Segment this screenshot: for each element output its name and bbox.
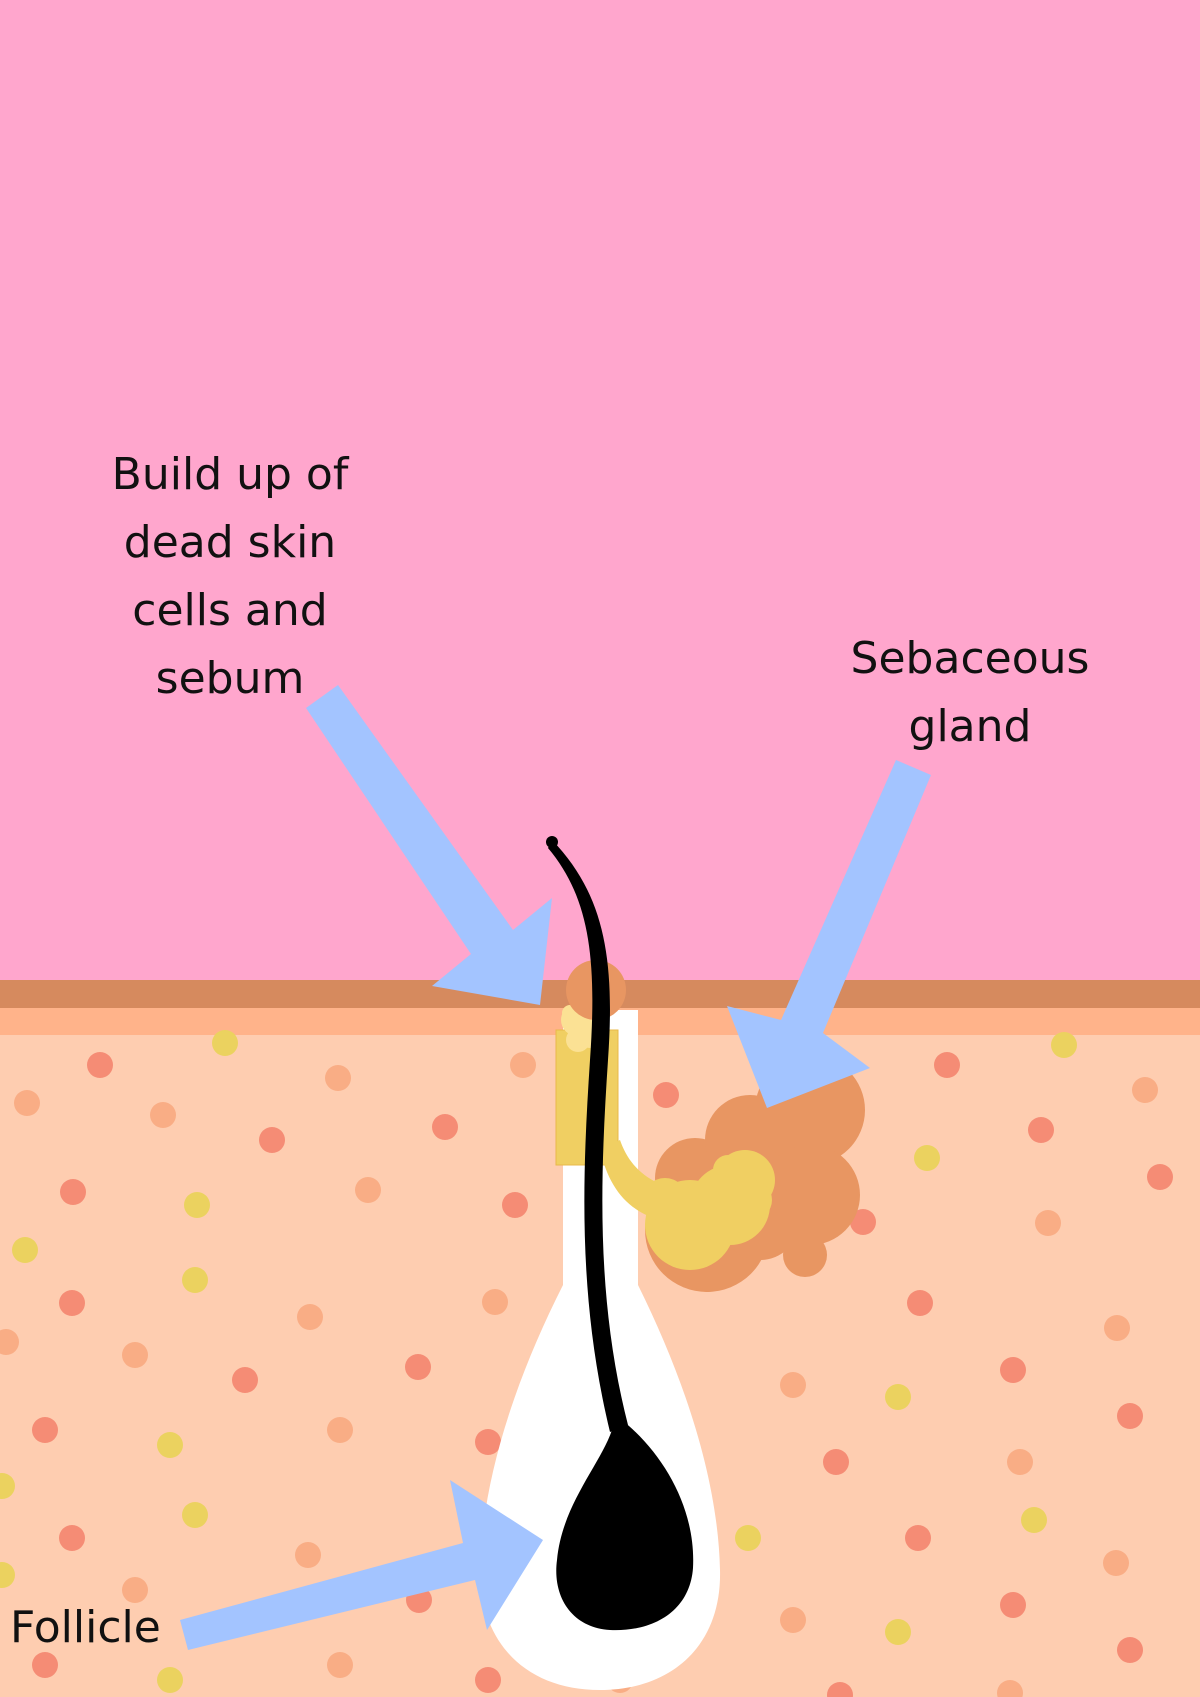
- dermis-dot: [885, 1384, 911, 1410]
- dermis-dot: [510, 1052, 536, 1078]
- sebum-in-gland: [643, 1150, 775, 1270]
- dermis-dot: [1021, 1507, 1047, 1533]
- sebaceous-label-line: gland: [908, 701, 1032, 752]
- dermis-dot: [405, 1354, 431, 1380]
- dermis-dot: [182, 1502, 208, 1528]
- buildup-label: Build up of dead skin cells and sebum: [80, 441, 380, 713]
- dermis-dot: [87, 1052, 113, 1078]
- dermis-dot: [1132, 1077, 1158, 1103]
- buildup-label-line: Build up of: [111, 449, 349, 500]
- dermis-dot: [184, 1192, 210, 1218]
- dermis-dot: [14, 1090, 40, 1116]
- dermis-dot: [1035, 1210, 1061, 1236]
- dermis-dot: [122, 1342, 148, 1368]
- dermis-dot: [1000, 1357, 1026, 1383]
- dermis-dot: [59, 1290, 85, 1316]
- dermis-dot: [327, 1652, 353, 1678]
- dermis-dot: [780, 1607, 806, 1633]
- dermis-dot: [1147, 1164, 1173, 1190]
- dermis-dot: [1051, 1032, 1077, 1058]
- dermis-dot: [12, 1237, 38, 1263]
- background: [0, 0, 1200, 980]
- dermis-dot: [150, 1102, 176, 1128]
- hair-shaft: [548, 840, 628, 1432]
- dermis-dot: [914, 1145, 940, 1171]
- buildup-label-line: sebum: [155, 653, 305, 704]
- dermis-dot: [0, 1562, 15, 1588]
- dermis-dot: [1117, 1637, 1143, 1663]
- dermis-dot: [907, 1290, 933, 1316]
- hair-bulb: [556, 1420, 694, 1631]
- dermis-dot: [327, 1417, 353, 1443]
- dermis-dot: [432, 1114, 458, 1140]
- dermis-dot: [1000, 1592, 1026, 1618]
- dermis-dot: [1028, 1117, 1054, 1143]
- dermis-dot: [157, 1667, 183, 1693]
- dermis-dot: [182, 1267, 208, 1293]
- dermis-dot: [653, 1082, 679, 1108]
- dermis-dot: [59, 1525, 85, 1551]
- dermis-dots: [0, 1030, 1173, 1697]
- hair-tip: [546, 836, 558, 848]
- dermis-dot: [212, 1030, 238, 1056]
- dermis-dot: [827, 1682, 853, 1697]
- buildup-label-line: dead skin: [123, 517, 337, 568]
- sebaceous-gland-label: Sebaceous gland: [820, 625, 1120, 761]
- dermis-dot: [905, 1525, 931, 1551]
- follicle-label-line: Follicle: [10, 1602, 161, 1653]
- dermis-dot: [850, 1209, 876, 1235]
- dermis-dot: [157, 1432, 183, 1458]
- dermis-dot: [325, 1065, 351, 1091]
- dermis-dot: [297, 1304, 323, 1330]
- dermis-dot: [122, 1577, 148, 1603]
- sebaceous-arrow: [727, 760, 931, 1108]
- dermis-dot: [1007, 1449, 1033, 1475]
- dermis-dot: [997, 1680, 1023, 1697]
- dermis-dot: [735, 1525, 761, 1551]
- sebaceous-label-line: Sebaceous: [850, 633, 1090, 684]
- dermis-dot: [885, 1619, 911, 1645]
- follicle-arrow: [180, 1480, 543, 1650]
- follicle-label: Follicle: [10, 1594, 210, 1662]
- dermis-dot: [0, 1329, 19, 1355]
- dermis-dot: [355, 1177, 381, 1203]
- dermis-dot: [259, 1127, 285, 1153]
- dermis-dot: [780, 1372, 806, 1398]
- dermis-dot: [502, 1192, 528, 1218]
- dermis-dot: [823, 1449, 849, 1475]
- dermis-dot: [1104, 1315, 1130, 1341]
- dermis-dot: [1103, 1550, 1129, 1576]
- dermis-dot: [934, 1052, 960, 1078]
- dermis-dot: [475, 1429, 501, 1455]
- buildup-arrow: [306, 685, 552, 1005]
- dermis-dot: [1117, 1403, 1143, 1429]
- dermis-dot: [60, 1179, 86, 1205]
- dermis-dot: [295, 1542, 321, 1568]
- dermis-dot: [475, 1667, 501, 1693]
- dermis-dot: [232, 1367, 258, 1393]
- dermis-dot: [0, 1473, 15, 1499]
- dermis-dot: [482, 1289, 508, 1315]
- dermis-dot: [32, 1652, 58, 1678]
- buildup-label-line: cells and: [132, 585, 328, 636]
- dermis-dot: [32, 1417, 58, 1443]
